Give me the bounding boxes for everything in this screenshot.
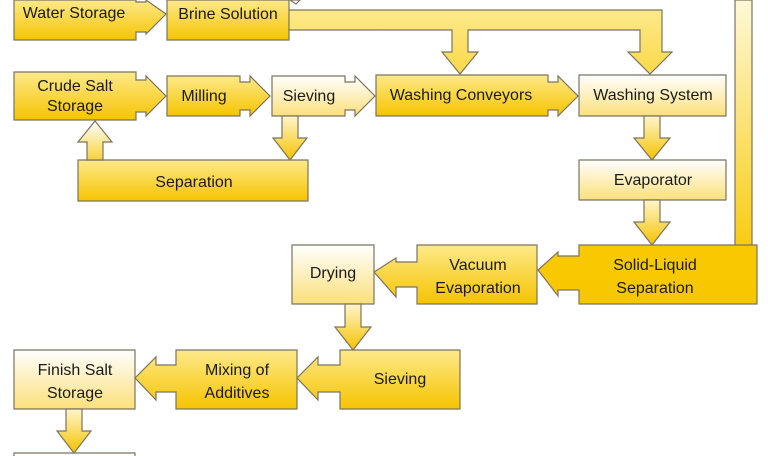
brine-solution-label: Brine Solution <box>178 6 278 23</box>
evaporator-label: Evaporator <box>614 172 693 189</box>
washing-system-box <box>578 74 727 117</box>
arrow-separation-to-crude-storage <box>76 120 114 161</box>
finish-salt-storage-label-line2: Storage <box>47 385 103 402</box>
crude-salt-storage-box <box>13 71 167 121</box>
finish-salt-storage-box <box>13 349 136 410</box>
next-box-partial <box>13 452 136 456</box>
drying-box <box>291 244 375 305</box>
water-storage-label: Water Storage <box>23 5 126 22</box>
mixing-additives-label-line2: Additives <box>205 385 270 402</box>
finish-salt-storage-label-line1: Finish Salt <box>38 362 113 379</box>
crude-salt-storage-label-line1: Crude Salt <box>37 78 113 95</box>
sieving-top-box <box>271 74 376 118</box>
vacuum-evaporation-label-line1: Vacuum <box>449 257 507 274</box>
vacuum-evaporation-box <box>373 244 538 305</box>
arrow-finish-storage-down <box>55 408 93 454</box>
solid-liquid-label-line1: Solid-Liquid <box>613 257 697 274</box>
mixing-additives-label-line1: Mixing of <box>205 362 270 379</box>
solid-liquid-label-line2: Separation <box>616 280 693 297</box>
solid-liquid-separation-box <box>537 244 758 305</box>
arrow-evaporator-to-solid-liquid <box>632 199 672 246</box>
brine-distribution-pipe <box>287 9 674 75</box>
washing-system-label: Washing System <box>593 87 712 104</box>
sieving-top-label: Sieving <box>283 88 335 105</box>
crude-salt-storage-label-line2: Storage <box>47 98 103 115</box>
sieving-bottom-box <box>296 349 461 410</box>
milling-label: Milling <box>181 88 226 105</box>
arrow-drying-to-sieving <box>333 303 373 351</box>
washing-conveyors-label: Washing Conveyors <box>390 87 533 104</box>
brine-solution-box <box>166 0 290 41</box>
arrow-washing-to-evaporator <box>632 115 672 161</box>
separation-box <box>77 159 309 202</box>
water-storage-box <box>13 0 167 41</box>
mixing-additives-box <box>134 349 298 410</box>
arrow-sieving-to-separation <box>271 115 309 161</box>
return-pipe-right <box>734 0 753 249</box>
evaporator-box <box>578 159 727 201</box>
sieving-bottom-label: Sieving <box>374 371 426 388</box>
separation-label: Separation <box>155 174 232 191</box>
washing-conveyors-box <box>375 74 579 118</box>
drying-label: Drying <box>310 265 356 282</box>
return-arrow-to-brine <box>288 0 301 5</box>
milling-box <box>166 74 271 118</box>
vacuum-evaporation-label-line2: Evaporation <box>435 280 520 297</box>
